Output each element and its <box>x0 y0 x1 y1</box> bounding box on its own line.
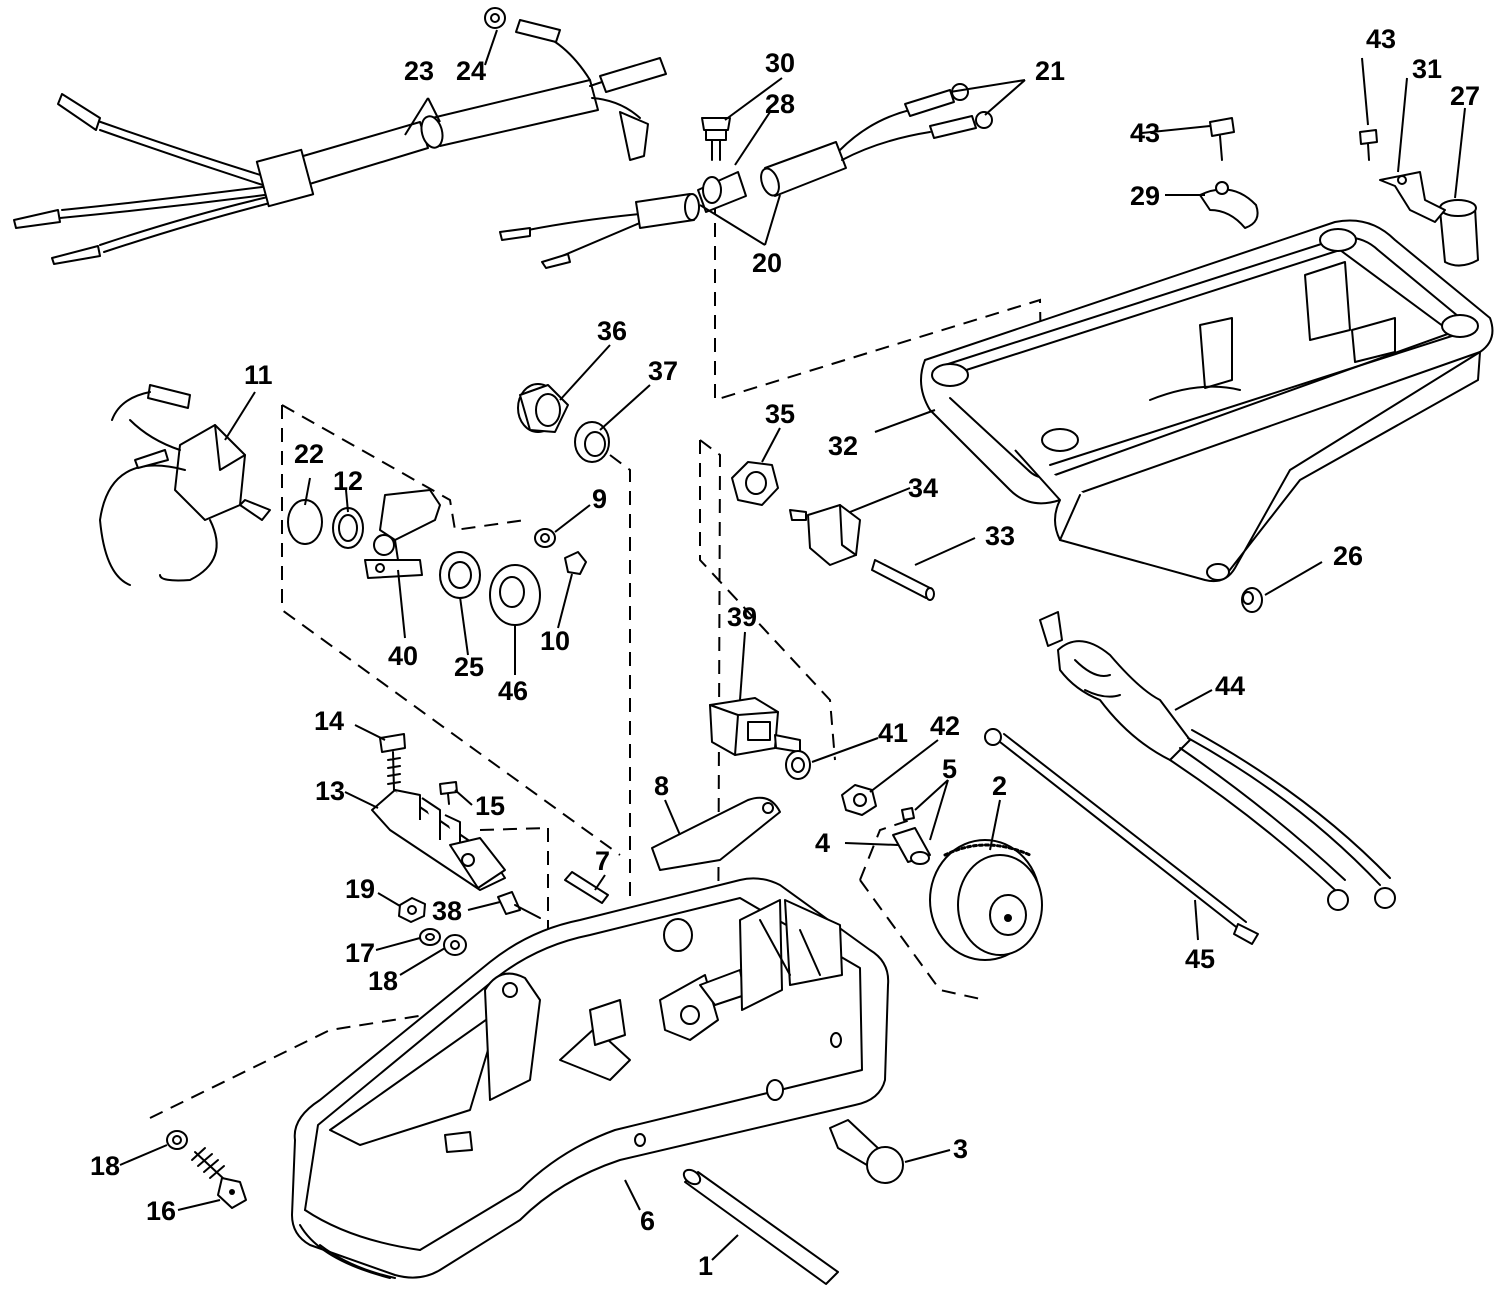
label-45: 45 <box>1185 944 1215 974</box>
terminal-block-13 <box>371 789 506 891</box>
label-33: 33 <box>985 521 1015 551</box>
label-1: 1 <box>698 1251 713 1281</box>
label-41: 41 <box>878 718 908 748</box>
label-2: 2 <box>992 771 1007 801</box>
control-knob-2 <box>929 839 1043 961</box>
label-32: 32 <box>828 431 858 461</box>
label-18-lower: 18 <box>90 1151 120 1181</box>
label-44: 44 <box>1215 671 1245 701</box>
label-35: 35 <box>765 399 795 429</box>
label-18-upper: 18 <box>368 966 398 996</box>
part-number-labels: 1 2 3 4 5 6 7 8 9 10 11 12 13 14 15 16 1… <box>90 24 1480 1281</box>
lever-8 <box>651 796 781 871</box>
label-43-left: 43 <box>1130 118 1160 148</box>
label-10: 10 <box>540 626 570 656</box>
upper-cover-housing <box>920 219 1494 583</box>
label-6: 6 <box>640 1206 655 1236</box>
label-28: 28 <box>765 89 795 119</box>
label-23: 23 <box>404 56 434 86</box>
label-31: 31 <box>1412 54 1442 84</box>
label-13: 13 <box>315 776 345 806</box>
switch-mounting-parts <box>287 489 587 626</box>
rocker-switch-39 <box>709 697 877 816</box>
label-12: 12 <box>333 466 363 496</box>
label-40: 40 <box>388 641 418 671</box>
label-19: 19 <box>345 874 375 904</box>
label-43-right: 43 <box>1366 24 1396 54</box>
label-34: 34 <box>908 473 938 503</box>
label-46: 46 <box>498 676 528 706</box>
label-25: 25 <box>454 652 484 682</box>
label-38: 38 <box>432 896 462 926</box>
label-29: 29 <box>1130 181 1160 211</box>
lower-base-housing <box>291 877 890 1279</box>
insulators <box>892 807 931 865</box>
pin-and-screw <box>497 871 609 919</box>
label-3: 3 <box>953 1134 968 1164</box>
screws-14-15 <box>379 733 458 805</box>
label-27: 27 <box>1450 81 1480 111</box>
label-24: 24 <box>456 56 486 86</box>
harness-44 <box>1039 611 1396 911</box>
label-14: 14 <box>314 706 344 736</box>
knob-and-ring <box>517 383 610 463</box>
switch-11 <box>99 384 271 586</box>
screw-16 <box>166 1130 247 1209</box>
label-22: 22 <box>294 439 324 469</box>
label-17: 17 <box>345 938 375 968</box>
label-36: 36 <box>597 316 627 346</box>
label-4: 4 <box>815 828 830 858</box>
label-16: 16 <box>146 1196 176 1226</box>
label-7: 7 <box>595 846 610 876</box>
fuse-holder-3 <box>829 1119 904 1184</box>
grommet-26 <box>1241 587 1263 613</box>
wiring-harness <box>13 7 667 265</box>
label-21: 21 <box>1035 56 1065 86</box>
nut-washers <box>398 897 467 956</box>
label-42: 42 <box>930 711 960 741</box>
label-39: 39 <box>727 602 757 632</box>
label-11: 11 <box>244 360 273 390</box>
label-37: 37 <box>648 356 678 386</box>
label-26: 26 <box>1333 541 1363 571</box>
shaft-1 <box>682 1168 839 1285</box>
label-9: 9 <box>592 484 607 514</box>
label-30: 30 <box>765 48 795 78</box>
nut-switch-pin <box>731 461 935 601</box>
cable-45 <box>984 728 1259 945</box>
clamp-and-bracket <box>1199 117 1446 229</box>
leader-lines <box>119 29 1466 1261</box>
wire-set-20-21 <box>499 83 993 269</box>
label-8: 8 <box>654 771 669 801</box>
label-15: 15 <box>475 791 505 821</box>
label-5: 5 <box>942 754 957 784</box>
label-20: 20 <box>752 248 782 278</box>
